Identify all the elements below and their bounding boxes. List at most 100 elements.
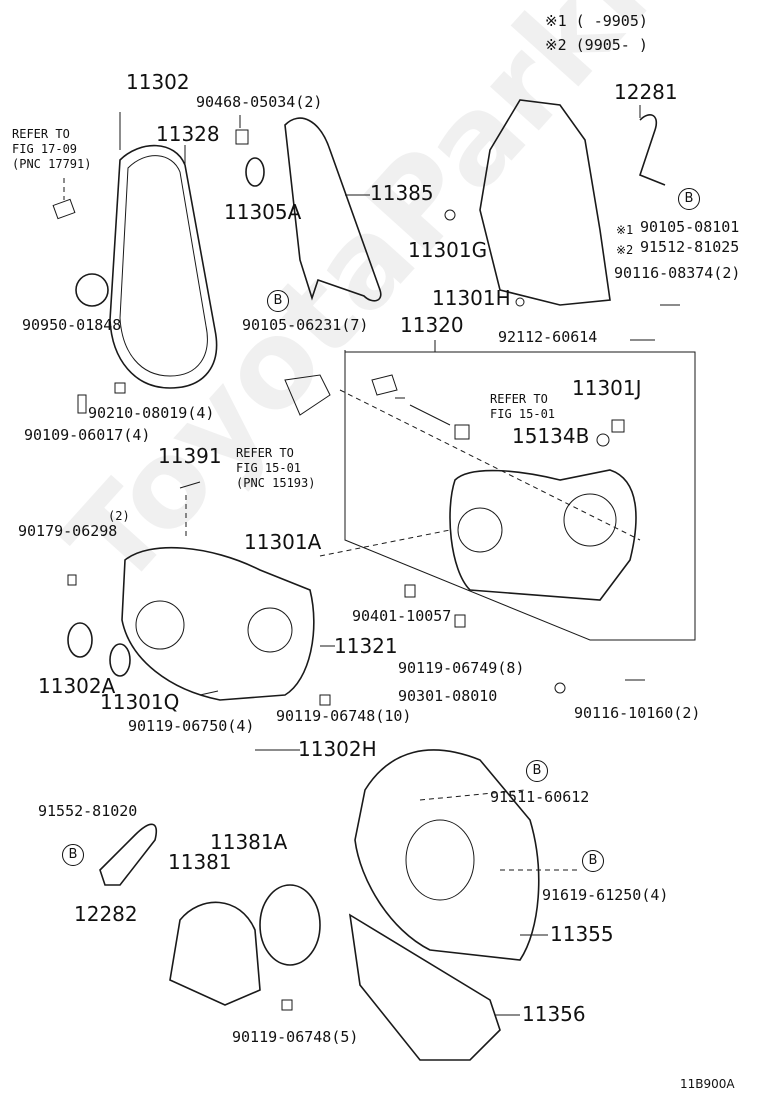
bolt-90179 [67,574,77,586]
badge-b-91511: B [526,760,548,782]
callout-15134B[interactable]: 15134B [512,424,590,448]
refer-15-01-a-line-3[interactable]: (PNC 15193) [236,476,316,490]
legend-note-1: ※1 ( -9905) [545,12,648,30]
callout-11381A[interactable]: 11381A [210,830,288,854]
seal-11302A [67,622,93,658]
nut-15134B [596,433,610,447]
callout-11328[interactable]: 11328 [156,122,220,146]
badge-b-91552: B [62,844,84,866]
assembly-box-11320 [344,350,696,641]
bolt-90119-06750 [199,690,219,696]
callout-90105-08101[interactable]: 90105-08101 [640,218,740,236]
diagram-code: 11B900A [680,1077,735,1091]
badge-b-90105-06231: B [267,290,289,312]
callout-11302A[interactable]: 11302A [38,674,116,698]
callout-11301G[interactable]: 11301G [408,238,488,262]
callout-11301Q[interactable]: 11301Q [100,690,180,714]
refer-15-01-a-line-2[interactable]: FIG 15-01 [236,461,302,475]
ring-11301H [515,297,525,307]
badge-b-90105-08101: B [678,188,700,210]
callout-11301H[interactable]: 11301H [432,286,511,310]
engine-plate-upper [479,99,611,306]
housing-11321 [121,546,315,701]
callout-11301J[interactable]: 11301J [572,376,642,400]
rear-plate-11355-bore [405,819,475,901]
ring-11301G [444,209,456,221]
callout-11301A[interactable]: 11301A [244,530,322,554]
refer-15-01-b-line-1[interactable]: REFER TO [490,392,548,406]
housing-11321-bore-right [247,607,293,653]
timing-cover-11302 [109,144,218,389]
nut-90210 [114,382,126,394]
callout-90119-06749[interactable]: 90119-06749(8) [398,659,525,677]
callout-90950-01848[interactable]: 90950-01848 [22,316,122,334]
callout-11355[interactable]: 11355 [550,922,614,946]
clip-90468 [235,129,249,145]
refer-17-09-line-1[interactable]: REFER TO [12,127,70,141]
housing-11320 [449,469,637,601]
refer-17-09-line-3[interactable]: (PNC 17791) [12,157,92,171]
callout-90116-08374[interactable]: 90116-08374(2) [614,264,741,282]
seal-11301Q [109,643,131,677]
callout-90468-05034[interactable]: 90468-05034(2) [196,93,323,111]
callout-12282[interactable]: 12282 [74,902,138,926]
callout-91619-61250[interactable]: 91619-61250(4) [542,886,669,904]
oil-pump-parts [371,374,470,440]
callout-11321[interactable]: 11321 [334,634,398,658]
callout-91511-60612[interactable]: 91511-60612 [490,788,590,806]
mark-note-2: ※2 [616,243,634,257]
callout-11302[interactable]: 11302 [126,70,190,94]
callout-11381[interactable]: 11381 [168,850,232,874]
retainer-11381 [169,901,261,1006]
callout-11320[interactable]: 11320 [400,313,464,337]
bracket-refer-15-01 [284,374,331,416]
callout-90105-06231[interactable]: 90105-06231(7) [242,316,369,334]
callout-90119-06748-10[interactable]: 90119-06748(10) [276,707,412,725]
callout-11385[interactable]: 11385 [370,181,434,205]
callout-11356[interactable]: 11356 [522,1002,586,1026]
callout-91552-81020[interactable]: 91552-81020 [38,802,138,820]
housing-11320-bore [563,493,617,547]
callout-12281[interactable]: 12281 [614,80,678,104]
callout-90179-06298[interactable]: 90179-06298 [18,522,118,540]
bracket-12281 [639,114,666,186]
timing-cover-11328-gasket [119,155,208,377]
callout-11305A[interactable]: 11305A [224,200,302,224]
housing-11321-bore-left [135,600,185,650]
housing-11320-pump [457,507,503,553]
bolt-90401 [404,584,416,598]
callout-11302H[interactable]: 11302H [298,737,377,761]
seal-11381A [259,884,321,966]
bolt-90109 [77,394,87,414]
callout-90301-08010[interactable]: 90301-08010 [398,687,498,705]
washer-90301 [554,682,566,694]
bolt-90119-06748-5 [281,999,293,1011]
lower-plate-11356 [348,913,501,1061]
bracket-12282 [99,823,157,886]
refer-17-09-line-2[interactable]: FIG 17-09 [12,142,78,156]
callout-91512-81025[interactable]: 91512-81025 [640,238,740,256]
seal-11305A [245,157,265,187]
bolt-90119-06749 [454,614,466,628]
callout-90401-10057[interactable]: 90401-10057 [352,607,452,625]
mark-note-1: ※1 [616,223,634,237]
callout-92112-60614[interactable]: 92112-60614 [498,328,598,346]
cover-plate-11385 [284,117,382,302]
refer-15-01-a-line-1[interactable]: REFER TO [236,446,294,460]
plug-11301J [611,419,625,433]
stud-11391 [179,481,201,489]
callout-90119-06748-5[interactable]: 90119-06748(5) [232,1028,359,1046]
leader-11301A [319,529,451,557]
callout-90116-10160[interactable]: 90116-10160(2) [574,704,701,722]
dashed-box-upper [339,389,641,541]
callout-90119-06750[interactable]: 90119-06750(4) [128,717,255,735]
qty-90179-06298: (2) [108,509,130,523]
refer-15-01-b-line-2[interactable]: FIG 15-01 [490,407,556,421]
callout-90109-06017[interactable]: 90109-06017(4) [24,426,151,444]
callout-11391[interactable]: 11391 [158,444,222,468]
callout-90210-08019[interactable]: 90210-08019(4) [88,404,215,422]
legend-note-2: ※2 (9905- ) [545,36,648,54]
bolt-90119-06748-10 [319,694,331,706]
